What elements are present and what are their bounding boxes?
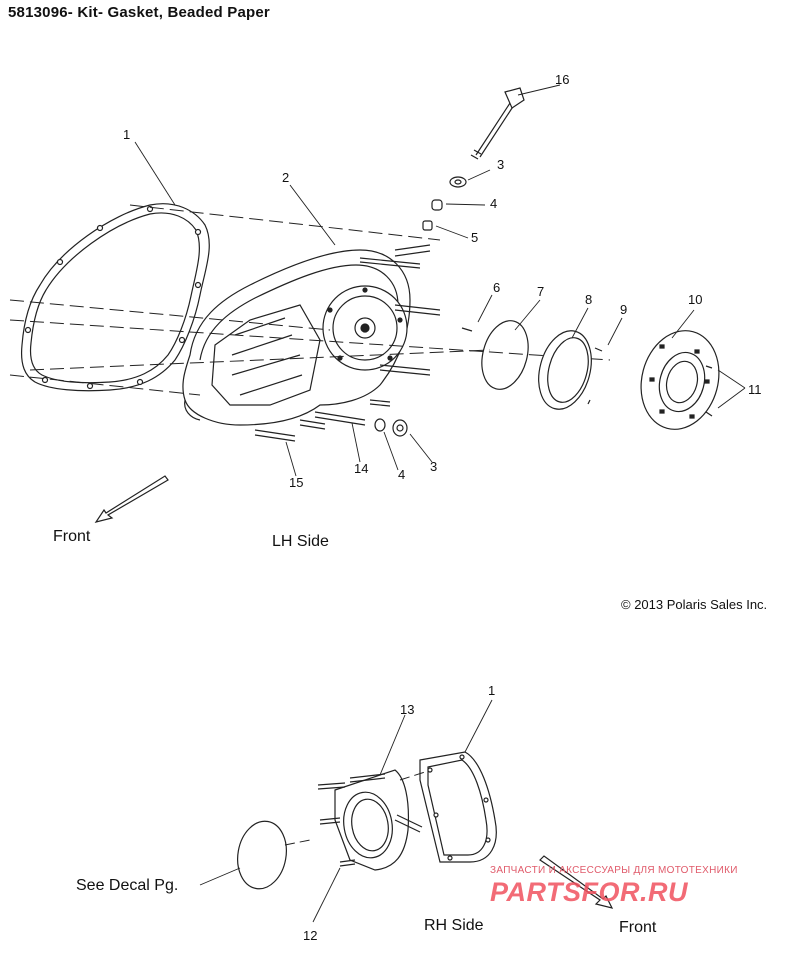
rh-front-label: Front xyxy=(619,919,657,936)
callout-10: 10 xyxy=(688,292,703,307)
lh-inspection-plate xyxy=(530,325,599,415)
lh-shift-shaft xyxy=(471,88,524,159)
callout-8: 8 xyxy=(585,292,593,307)
lh-derby-cover xyxy=(630,322,729,438)
lh-side-caption: LH Side xyxy=(272,533,329,550)
lh-derby-screws xyxy=(706,366,712,416)
rh-alignment-lines xyxy=(285,772,425,845)
rh-front-arrow xyxy=(540,856,612,908)
rh-callout-13: 13 xyxy=(400,702,415,717)
callout-4-lower: 4 xyxy=(398,467,406,482)
callout-3: 3 xyxy=(497,157,505,172)
callout-16: 16 xyxy=(555,72,570,87)
lh-screw xyxy=(588,348,602,404)
rh-decal xyxy=(232,817,291,892)
callout-9: 9 xyxy=(620,302,628,317)
lh-primary-cover xyxy=(183,250,410,425)
callout-7: 7 xyxy=(537,284,545,299)
callout-15: 15 xyxy=(289,475,304,490)
rh-callout-12: 12 xyxy=(303,928,318,943)
rh-side-caption: RH Side xyxy=(424,917,484,934)
callout-1: 1 xyxy=(123,127,131,142)
watermark-tagline: ЗАПЧАСТИ И АКСЕССУАРЫ ДЛЯ МОТОТЕХНИКИ xyxy=(490,865,738,876)
callout-14: 14 xyxy=(354,461,369,476)
lh-bottom-seal-stack xyxy=(375,419,407,436)
lh-leader-lines xyxy=(135,85,745,476)
callout-6: 6 xyxy=(493,280,501,295)
lh-pin xyxy=(462,328,472,331)
rh-cover xyxy=(335,770,422,870)
rh-cover-bolts xyxy=(318,774,385,866)
callout-5: 5 xyxy=(471,230,479,245)
lh-alignment-lines xyxy=(10,205,610,395)
decal-label: See Decal Pg. xyxy=(76,877,179,894)
lh-gasket xyxy=(22,204,210,391)
lh-top-seal-stack xyxy=(423,177,466,230)
rh-callout-1: 1 xyxy=(488,683,496,698)
watermark-brand: PARTSFOR.RU xyxy=(490,877,689,907)
callout-3-lower: 3 xyxy=(430,459,438,474)
lh-cover-bolts xyxy=(255,245,440,441)
rh-gasket xyxy=(420,752,496,862)
page-title: 5813096- Kit- Gasket, Beaded Paper xyxy=(8,4,270,21)
copyright: © 2013 Polaris Sales Inc. xyxy=(621,597,768,612)
lh-front-arrow xyxy=(96,476,168,522)
callout-2: 2 xyxy=(282,170,290,185)
callout-4: 4 xyxy=(490,196,498,211)
callout-11: 11 xyxy=(748,382,762,397)
lh-o-ring xyxy=(475,315,536,394)
rh-leader-lines xyxy=(200,700,492,922)
lh-front-label: Front xyxy=(53,528,91,545)
